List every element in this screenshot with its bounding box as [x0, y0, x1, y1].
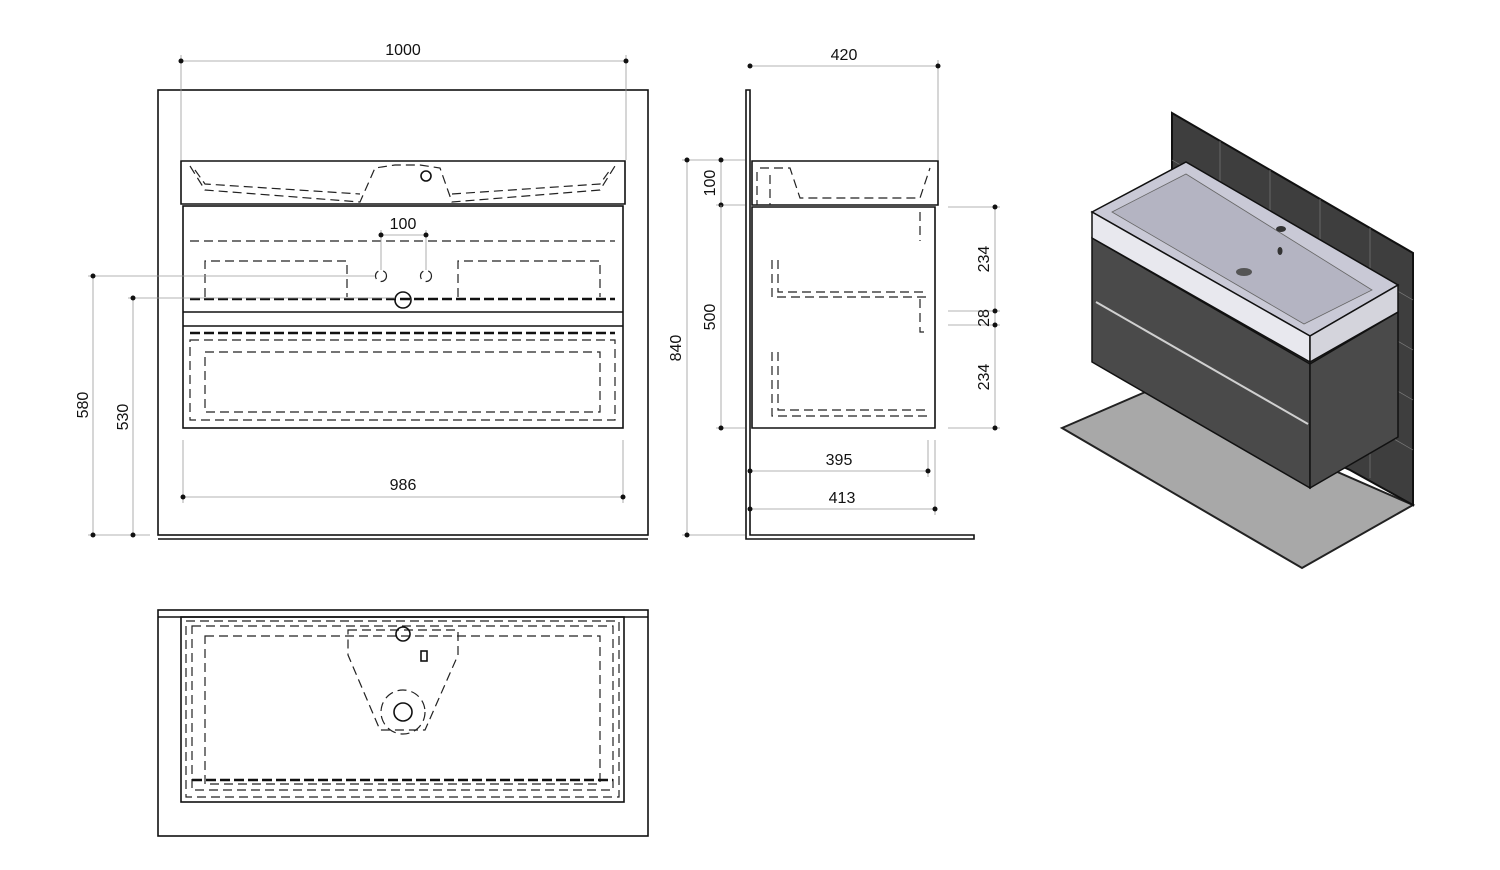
iso-overflow	[1277, 247, 1283, 255]
dim-dot	[747, 506, 753, 512]
side-cabinet	[751, 206, 936, 429]
dim-overall-width: 1000	[178, 42, 629, 160]
top-hidden-1	[185, 620, 620, 798]
iso-drawer-gap	[1095, 301, 1309, 425]
dim-label-drawer-lower: 234	[976, 364, 993, 391]
top-overflow-slot	[420, 650, 428, 662]
front-upper-hidden-right	[457, 260, 601, 297]
side-basin-hidden	[760, 167, 931, 199]
top-hidden-2	[191, 625, 614, 791]
side-hidden-d	[771, 352, 928, 417]
front-lower-hidden-inner	[204, 351, 601, 413]
iso-tap-hole	[1276, 226, 1286, 232]
dim-dot	[378, 232, 384, 238]
dim-hole-spacing: 100	[378, 216, 429, 270]
side-hidden-e	[777, 352, 928, 411]
dim-dot	[623, 58, 629, 64]
front-lower-hidden-outer	[189, 339, 616, 421]
iso-basin-side	[1309, 283, 1399, 364]
dim-dot	[992, 204, 998, 210]
dim-dot	[932, 506, 938, 512]
dim-dot	[747, 63, 753, 69]
front-overflow-hole	[420, 170, 432, 182]
dim-dot	[684, 532, 690, 538]
dim-dot	[620, 494, 626, 500]
dim-dot	[684, 157, 690, 163]
side-hidden-b	[771, 260, 928, 298]
top-hidden-3	[204, 635, 601, 785]
front-view: 1000 100 986 580	[75, 42, 649, 540]
dim-basin-height: 100	[702, 157, 745, 208]
dim-label-drawer-gap: 28	[976, 309, 993, 327]
isometric-view	[1059, 111, 1416, 570]
side-basin-hidden-2	[756, 172, 771, 205]
dim-dot	[130, 532, 136, 538]
dim-depth-top: 420	[747, 47, 941, 160]
iso-drain	[1236, 268, 1252, 276]
front-basin	[180, 160, 626, 205]
dim-dot	[180, 494, 186, 500]
dim-dot	[935, 63, 941, 69]
dim-label-height-outer: 580	[75, 392, 92, 419]
dim-depth-inner: 395	[747, 440, 931, 477]
front-fixing-hole-right	[419, 269, 433, 283]
front-basin-hidden-inner	[194, 169, 611, 195]
dim-label-height-inner: 530	[115, 404, 132, 431]
dim-label-drawer-upper: 234	[976, 246, 993, 273]
dim-dot	[423, 232, 429, 238]
front-fixing-hole-left	[374, 269, 388, 283]
dim-dot	[90, 532, 96, 538]
dim-depth-cabinet: 413	[747, 440, 938, 515]
dim-dot	[178, 58, 184, 64]
dim-dot	[130, 295, 136, 301]
dim-dot	[90, 273, 96, 279]
iso-basin-bowl	[1111, 173, 1373, 325]
dim-label-overall-width: 1000	[385, 42, 421, 59]
dim-label-basin-height: 100	[702, 170, 719, 197]
side-view: 420 840 100 500	[668, 47, 1000, 540]
dim-label-total-height: 840	[668, 335, 685, 362]
dim-dot	[925, 468, 931, 474]
side-wall-floor	[745, 89, 975, 540]
dim-drawer-heights: 234 28 234	[948, 204, 1000, 431]
front-basin-hidden	[189, 164, 616, 203]
dim-label-depth-inner: 395	[826, 452, 853, 469]
top-drain-outer	[380, 689, 426, 735]
top-wall-outline	[157, 609, 649, 837]
dim-height-outer: 580	[75, 273, 375, 538]
dim-dot	[718, 425, 724, 431]
front-cabinet	[182, 205, 624, 429]
front-drain-hole	[394, 291, 412, 309]
dim-dot	[992, 308, 998, 314]
dim-dot	[747, 468, 753, 474]
dim-cabinet-width: 986	[180, 440, 626, 503]
side-hidden-c	[777, 260, 928, 293]
dim-total-height: 840	[668, 157, 745, 538]
side-hidden-gap	[919, 299, 926, 333]
top-view	[157, 609, 649, 837]
top-drain-channel	[347, 629, 459, 731]
dim-dot	[718, 157, 724, 163]
dim-label-cabinet-height: 500	[702, 304, 719, 331]
dim-cabinet-height: 500	[702, 205, 745, 431]
dim-label-depth-top: 420	[831, 47, 858, 64]
dim-label-cabinet-width: 986	[390, 477, 417, 494]
dim-label-depth-cabinet: 413	[829, 490, 856, 507]
top-drain-hole	[393, 702, 413, 722]
front-wall-outline	[157, 89, 649, 536]
dim-dot	[992, 322, 998, 328]
dim-dot	[992, 425, 998, 431]
front-upper-hidden-left	[204, 260, 348, 297]
top-tap-hole	[395, 626, 411, 642]
dim-label-hole-spacing: 100	[390, 216, 417, 233]
dim-height-inner: 530	[115, 295, 395, 538]
top-basin-outline	[180, 616, 625, 803]
side-basin	[751, 160, 939, 206]
